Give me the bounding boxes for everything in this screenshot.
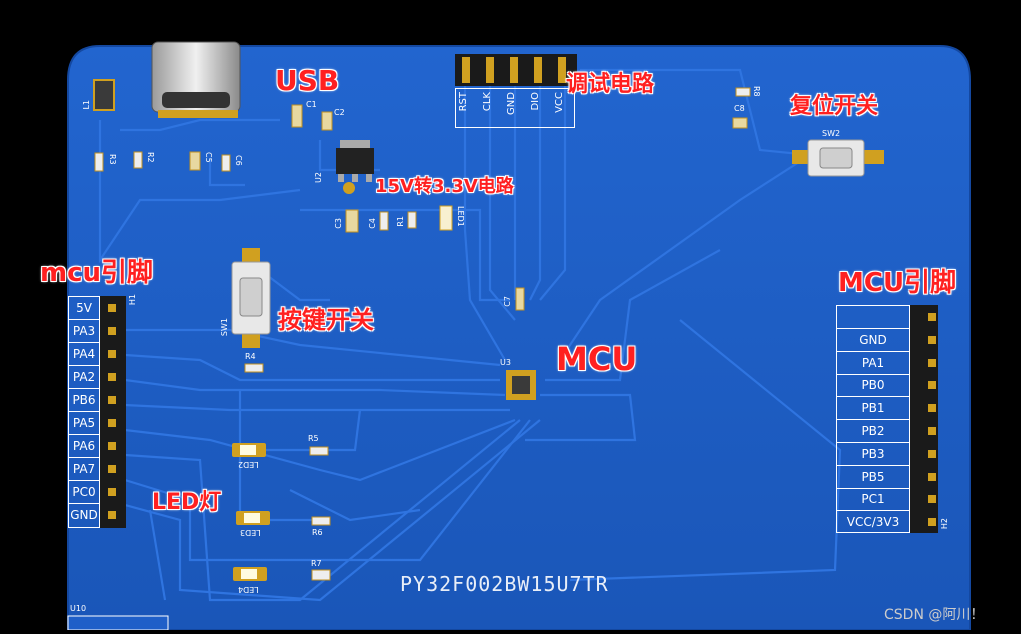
- watermark: CSDN @阿川！: [884, 607, 985, 623]
- silk-r8: R8: [752, 86, 761, 97]
- passive-components: [94, 87, 751, 581]
- right-header-pin: [928, 518, 936, 527]
- h2-designator: H2: [940, 518, 949, 530]
- left-header-pin-label: PA3: [68, 321, 100, 343]
- silk-r6: R6: [312, 528, 323, 537]
- left-header-label-box: [68, 296, 100, 528]
- silk-led4: LED4: [238, 585, 259, 594]
- right-header-pin: [928, 404, 936, 413]
- silk-r2: R2: [146, 152, 155, 163]
- right-header-pin: [928, 313, 936, 321]
- left-header-pin: [108, 488, 116, 496]
- silk-u10: U10: [70, 604, 87, 613]
- button-switch-sw1: [231, 248, 271, 348]
- right-header-label-box: [836, 305, 910, 533]
- left-header-pin: [108, 373, 116, 381]
- annotation-led: LED灯: [152, 490, 222, 515]
- left-header-pin-label: PA6: [68, 436, 100, 458]
- left-header-pin: [108, 396, 116, 404]
- module-u10: [67, 615, 169, 631]
- mcu-u3: [506, 370, 536, 400]
- left-header-pin-label: PC0: [68, 482, 100, 504]
- left-header-pin-label: GND: [70, 508, 98, 522]
- right-header-pin: [928, 358, 936, 367]
- right-header-pin-label: VCC/3V3: [846, 515, 900, 530]
- annotation-usb: USB: [275, 64, 340, 97]
- silk-led1: LED1: [456, 206, 465, 227]
- silk-c6: C6: [234, 155, 243, 166]
- usb-c-connector: [151, 41, 241, 118]
- left-header-pin: [108, 327, 116, 335]
- right-header-pin-label: PB1: [836, 398, 910, 421]
- leds: [232, 443, 270, 581]
- silk-c7: C7: [503, 296, 512, 307]
- left-header-pin-label: PA5: [68, 413, 100, 435]
- silk-sw1: SW1: [220, 318, 229, 337]
- right-header-pin-label: PC1: [836, 489, 910, 512]
- silk-led2: LED2: [238, 460, 259, 469]
- left-header-pin-label: PA4: [68, 344, 100, 366]
- silk-u3: U3: [500, 358, 511, 367]
- left-header-pin: [108, 511, 116, 519]
- right-header-pin-label: PB2: [836, 421, 910, 443]
- left-header-pin: [108, 304, 116, 312]
- annotation-reset-switch: 复位开关: [790, 94, 879, 119]
- left-header-pin: [108, 465, 116, 473]
- inductor-l1: [93, 79, 115, 111]
- annotation-mcu-pins-left: mcu引脚: [40, 258, 154, 288]
- left-header-pin: [108, 419, 116, 427]
- silk-c8: C8: [734, 104, 745, 113]
- left-header-pin: [108, 442, 116, 450]
- right-header-pin: [928, 427, 936, 435]
- silk-c3: C3: [334, 218, 343, 229]
- right-header-pin-label: PA1: [836, 353, 910, 375]
- silk-r1: R1: [396, 216, 405, 227]
- annotation-mcu-pins-right: MCU引脚: [838, 268, 957, 298]
- right-header-pin: [928, 335, 936, 344]
- silk-r5: R5: [308, 434, 319, 443]
- right-header-pin-label: [836, 307, 910, 329]
- annotation-button-switch: 按键开关: [278, 306, 374, 334]
- regulator-u2: [336, 140, 374, 194]
- silk-c2: C2: [334, 108, 345, 117]
- right-header-pin-label: PB0: [836, 375, 910, 398]
- pcb-traces: [98, 68, 842, 602]
- left-header-pin-label: 5V: [68, 298, 100, 320]
- h1-designator: H1: [128, 294, 137, 306]
- right-header-pin: [928, 449, 936, 458]
- right-header-pin-label: GND: [836, 330, 910, 352]
- silk-sw2: SW2: [822, 129, 841, 138]
- silk-led3: LED3: [240, 528, 261, 537]
- silk-l1: L1: [82, 100, 91, 110]
- silk-c4: C4: [368, 218, 377, 229]
- left-header-pin-label: PA7: [68, 459, 100, 481]
- annotation-regulator: 15V转3.3V电路: [375, 176, 514, 197]
- silk-r7: R7: [311, 559, 322, 568]
- left-header-pin-label: PA2: [68, 367, 100, 389]
- debug-header-label-box: [455, 88, 575, 128]
- right-header-pin: [928, 495, 936, 504]
- right-header-pin-label: PB5: [836, 467, 910, 489]
- left-header-pin: [108, 350, 116, 358]
- silk-c5: C5: [204, 152, 213, 163]
- silk-u2: U2: [314, 172, 323, 183]
- silk-r4: R4: [245, 352, 256, 361]
- silk-c1: C1: [306, 100, 317, 109]
- left-header-pin-label: PB6: [68, 390, 100, 412]
- debug-header-j: [455, 54, 577, 86]
- annotation-mcu: MCU: [556, 340, 638, 378]
- right-header-pin: [928, 472, 936, 481]
- right-header-pin: [928, 381, 936, 390]
- part-number: PY32F002BW15U7TR: [400, 572, 609, 596]
- silk-r3: R3: [108, 154, 117, 165]
- reset-switch-sw2: [792, 139, 884, 177]
- right-header-pin-label: PB3: [836, 444, 910, 466]
- annotation-debug-circuit: 调试电路: [566, 72, 655, 97]
